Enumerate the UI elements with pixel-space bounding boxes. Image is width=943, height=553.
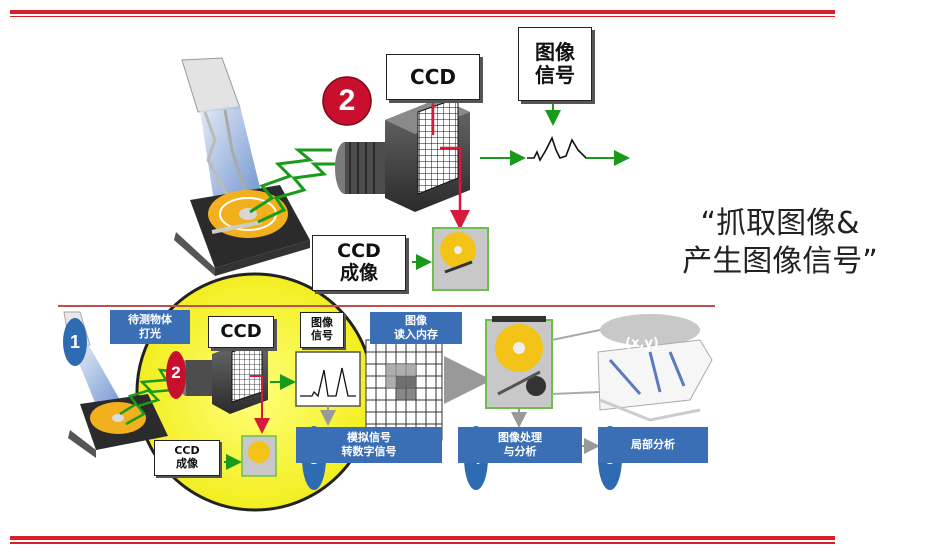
top-rule xyxy=(10,10,835,14)
bottom-rule-thin xyxy=(10,542,835,544)
top-ccd-label: CCD xyxy=(386,54,480,100)
quote-line-2: 产生图像信号” xyxy=(682,244,878,279)
quote-line-1: “抓取图像& xyxy=(700,206,860,241)
top-step-badge: 2 xyxy=(338,84,356,117)
step1-label: 待测物体 打光 xyxy=(110,310,190,344)
bottom-rule xyxy=(10,536,835,540)
step1-number: 1 xyxy=(69,331,80,352)
top-ccd-imaging-label: CCD 成像 xyxy=(312,235,406,291)
read-memory-label: 图像 读入内存 xyxy=(370,312,462,344)
step5-label: 局部分析 xyxy=(598,427,708,463)
bottom-ccd-imaging-label: CCD 成像 xyxy=(154,440,220,476)
bottom-image-signal-label: 图像 信号 xyxy=(300,312,344,348)
top-rule-thin xyxy=(10,16,835,17)
step3-label: 模拟信号 转数字信号 xyxy=(296,427,442,463)
coordinate-label: (x,y) xyxy=(625,336,659,351)
bottom-ccd-label: CCD xyxy=(208,316,274,348)
quote-text: “抓取图像& 产生图像信号” xyxy=(660,205,900,281)
step4-label: 图像处理 与分析 xyxy=(458,427,582,463)
step2-number: 2 xyxy=(171,363,181,382)
top-image-signal-label: 图像 信号 xyxy=(518,27,592,101)
